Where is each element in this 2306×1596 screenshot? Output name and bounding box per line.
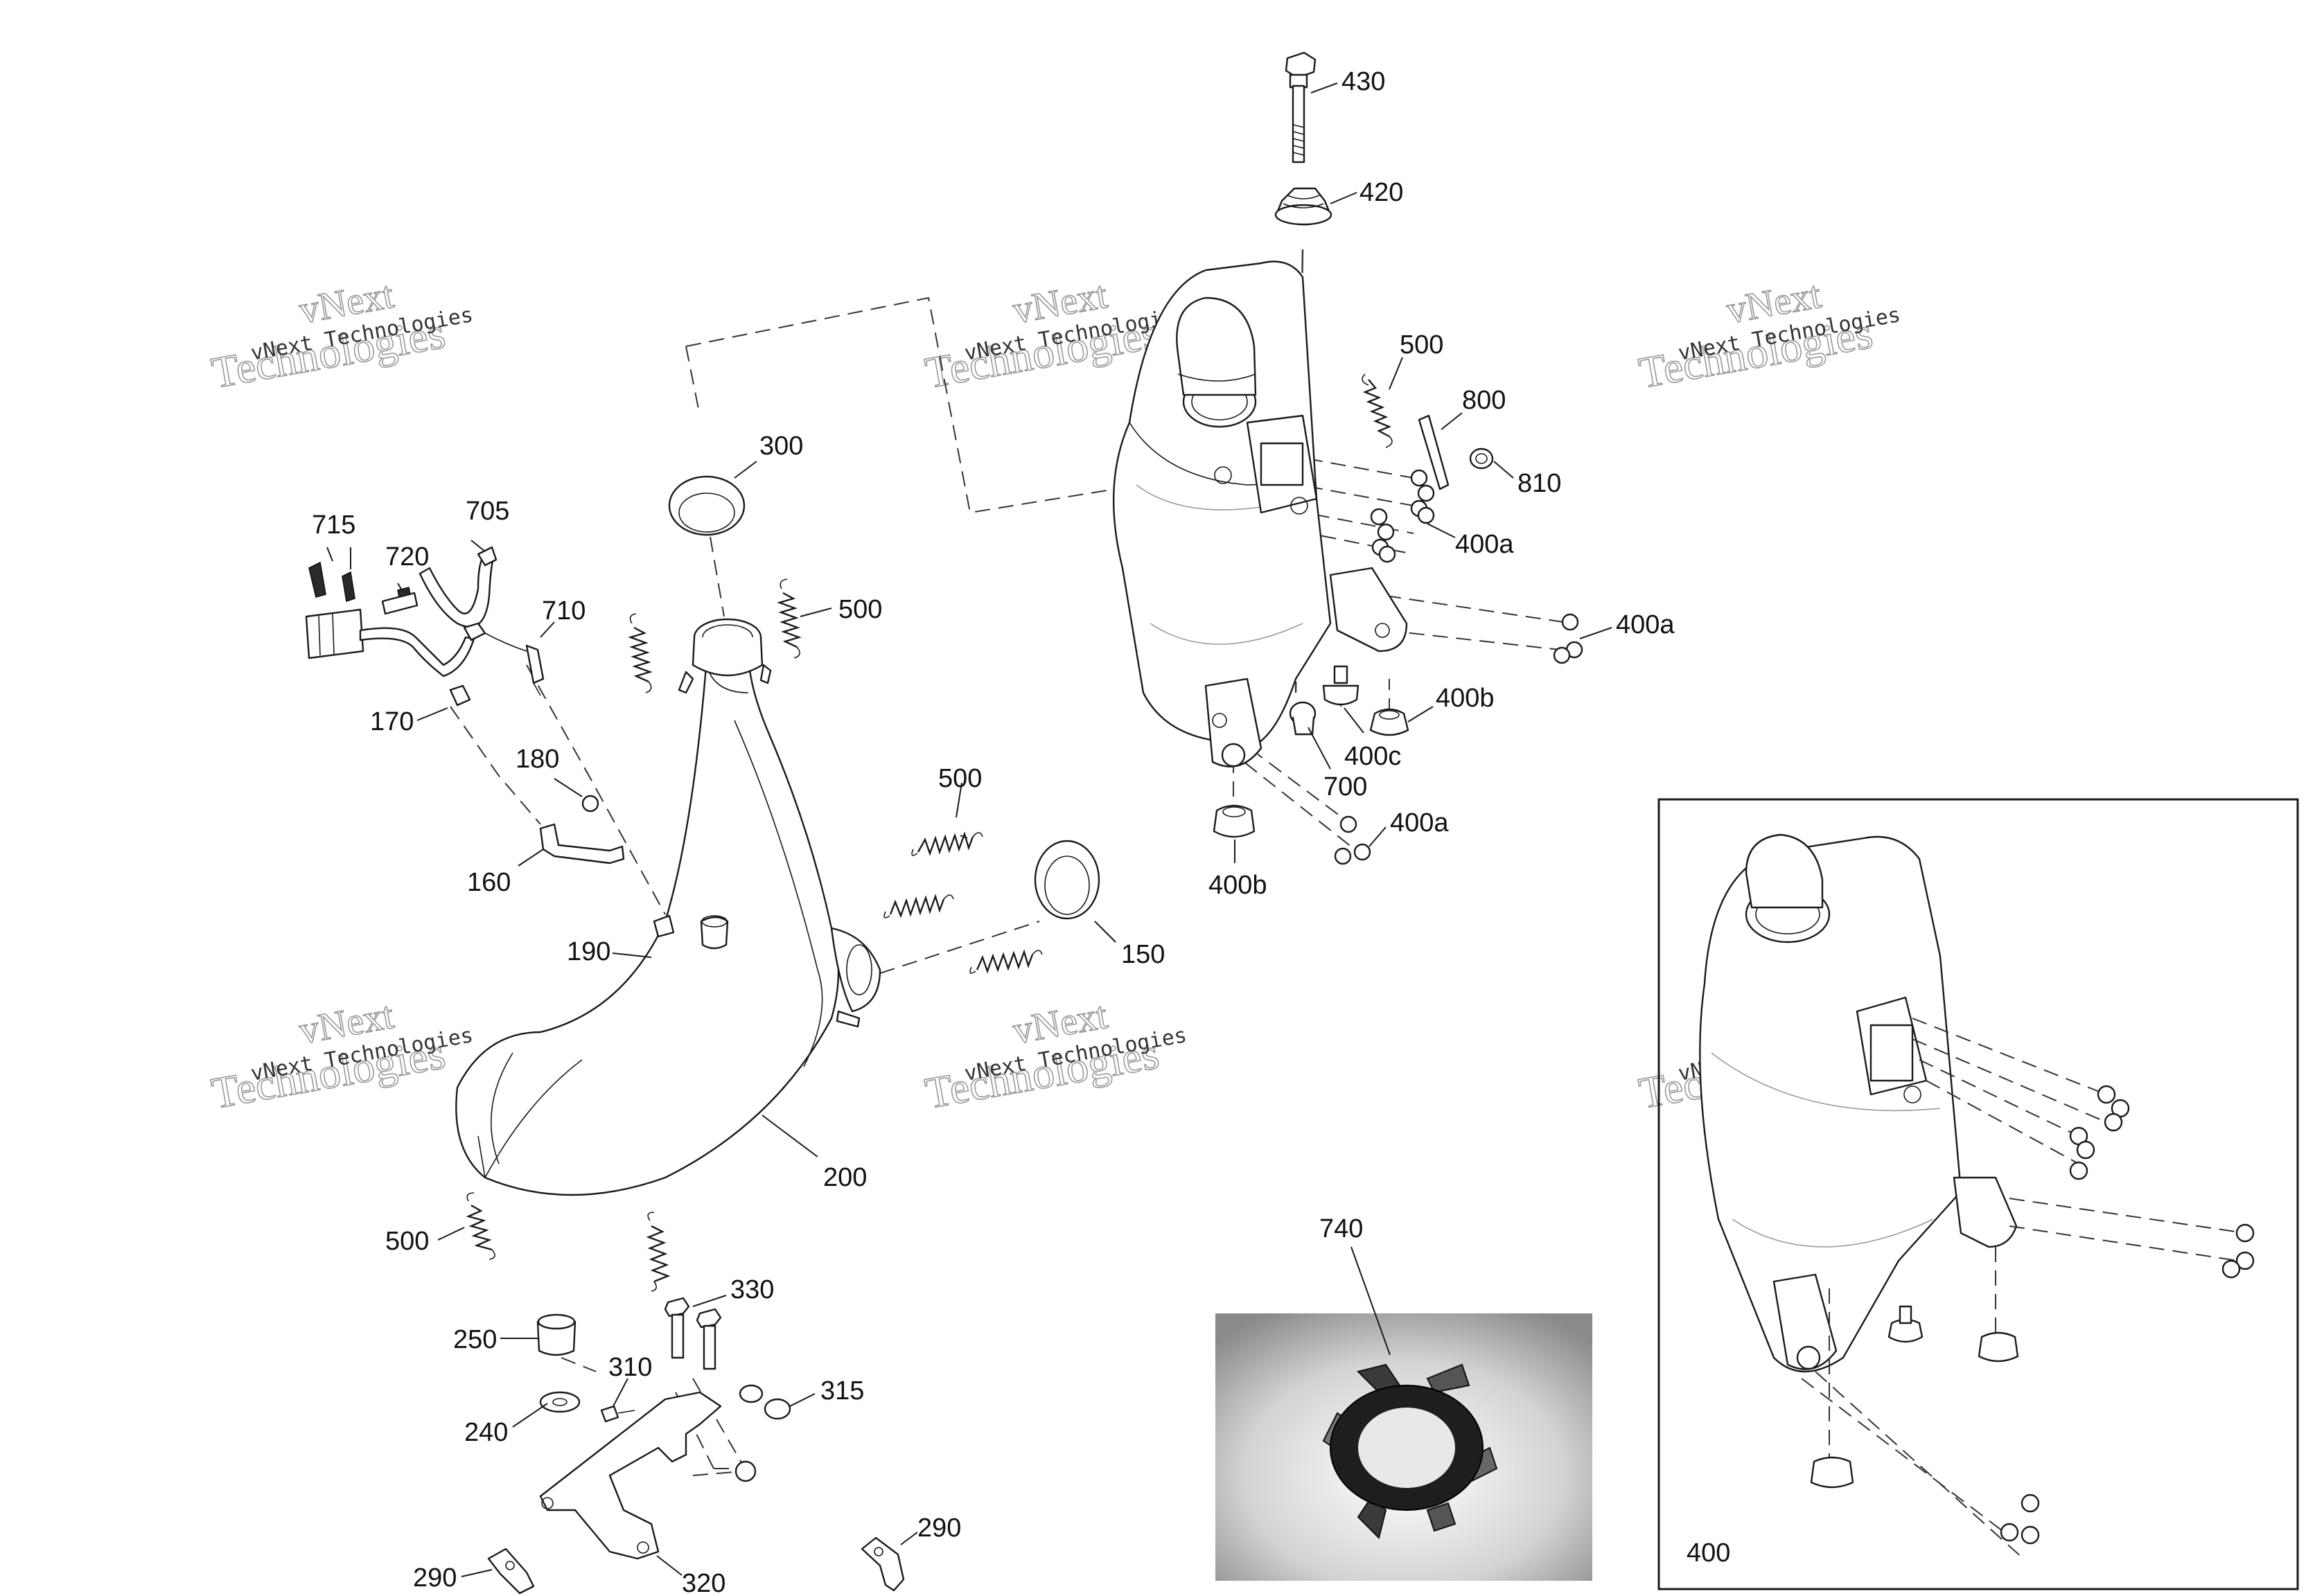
bolts-330 bbox=[664, 1297, 722, 1370]
bolt-430 bbox=[1285, 51, 1317, 163]
connector-block-715 bbox=[305, 561, 364, 659]
spring-500-upper-right bbox=[777, 578, 802, 659]
callout-250: 250 bbox=[453, 1325, 497, 1354]
callout-200: 200 bbox=[823, 1163, 867, 1192]
callout-330: 330 bbox=[730, 1275, 774, 1304]
callout-310: 310 bbox=[608, 1353, 652, 1382]
bracket-160 bbox=[539, 823, 625, 864]
watermark-mid-left: vNext Technologies vNext Technologies bbox=[207, 993, 475, 1119]
callout-710: 710 bbox=[542, 596, 586, 626]
inset-400 bbox=[1657, 798, 2299, 1590]
spring-500-right-lower bbox=[883, 894, 954, 919]
callout-labels: 430 420 500 800 810 400a 400a 400b 400c … bbox=[312, 67, 1730, 1596]
bracket-320 bbox=[539, 1391, 757, 1560]
callout-400: 400 bbox=[1687, 1539, 1730, 1568]
callout-810: 810 bbox=[1517, 469, 1561, 498]
callout-150: 150 bbox=[1121, 940, 1165, 969]
stud-400c bbox=[1322, 665, 1359, 706]
screws-400a-right bbox=[1553, 613, 1583, 664]
spring-500-top bbox=[1362, 373, 1393, 448]
seal-150 bbox=[1034, 840, 1100, 920]
bushing-250 bbox=[536, 1313, 576, 1356]
grommet-420 bbox=[1274, 187, 1332, 226]
sensor-harness-710 bbox=[359, 622, 545, 696]
callout-715: 715 bbox=[312, 511, 355, 540]
callout-500: 500 bbox=[385, 1227, 429, 1256]
callout-705: 705 bbox=[466, 497, 509, 526]
callout-320: 320 bbox=[682, 1569, 725, 1596]
assembly-dash-lines bbox=[450, 249, 1574, 1476]
leader-lines bbox=[326, 82, 1612, 1577]
callout-420: 420 bbox=[1359, 178, 1403, 207]
nuts-315 bbox=[739, 1384, 791, 1420]
boss-190 bbox=[653, 914, 729, 950]
plug-700 bbox=[1289, 701, 1317, 736]
callout-400a: 400a bbox=[1390, 808, 1449, 837]
bracket-290-right bbox=[861, 1536, 905, 1592]
screws-400a-upper bbox=[1370, 469, 1435, 563]
callout-400c: 400c bbox=[1344, 742, 1401, 771]
washer-240 bbox=[539, 1391, 581, 1413]
pipe-inlet-collar bbox=[678, 618, 772, 694]
photo-740 bbox=[1215, 1313, 1592, 1581]
callout-500: 500 bbox=[838, 595, 882, 624]
callout-500: 500 bbox=[1400, 330, 1443, 360]
bracket-290-left bbox=[487, 1548, 535, 1595]
damper-400b-right bbox=[1369, 708, 1409, 736]
callout-290: 290 bbox=[413, 1563, 457, 1593]
damper-400b-lower bbox=[1213, 804, 1256, 838]
watermark-mid-center: vNext Technologies vNext Technologies bbox=[921, 993, 1188, 1119]
callout-500: 500 bbox=[938, 764, 982, 793]
clip-800 bbox=[1418, 414, 1450, 490]
connector-720 bbox=[381, 587, 419, 615]
callout-740: 740 bbox=[1319, 1214, 1363, 1243]
callout-720: 720 bbox=[385, 542, 429, 571]
harness-705 bbox=[419, 546, 498, 628]
callout-180: 180 bbox=[516, 745, 559, 774]
callout-240: 240 bbox=[464, 1418, 508, 1447]
seal-300 bbox=[668, 475, 746, 536]
callout-170: 170 bbox=[370, 707, 414, 736]
callout-400a: 400a bbox=[1616, 610, 1675, 639]
muffler-main bbox=[1113, 260, 1408, 768]
nut-180 bbox=[581, 795, 599, 813]
watermark-top-left: vNext Technologies vNext Technologies bbox=[207, 273, 475, 398]
callout-400b: 400b bbox=[1436, 684, 1495, 713]
spring-500-lower-center bbox=[646, 1212, 671, 1292]
screws-400a-lower bbox=[1334, 815, 1371, 865]
watermark-top-right: vNext Technologies vNext Technologies bbox=[1635, 273, 1902, 398]
screw-310 bbox=[600, 1405, 635, 1423]
spring-500-right bbox=[911, 831, 983, 856]
expansion-chamber-200 bbox=[455, 650, 881, 1196]
callout-315: 315 bbox=[820, 1376, 864, 1406]
callout-700: 700 bbox=[1323, 772, 1367, 801]
callout-300: 300 bbox=[759, 432, 803, 461]
clip-170 bbox=[449, 684, 471, 707]
spring-500-far-right bbox=[969, 949, 1043, 974]
callout-400a: 400a bbox=[1455, 530, 1514, 559]
nut-810 bbox=[1469, 447, 1494, 470]
callout-190: 190 bbox=[567, 937, 610, 966]
callout-400b: 400b bbox=[1208, 871, 1267, 900]
callout-430: 430 bbox=[1341, 67, 1385, 96]
callout-290: 290 bbox=[917, 1514, 961, 1543]
spring-500-lower-left bbox=[466, 1192, 495, 1260]
callout-800: 800 bbox=[1462, 386, 1506, 415]
spring-500-left bbox=[628, 613, 653, 693]
callout-160: 160 bbox=[467, 868, 511, 897]
